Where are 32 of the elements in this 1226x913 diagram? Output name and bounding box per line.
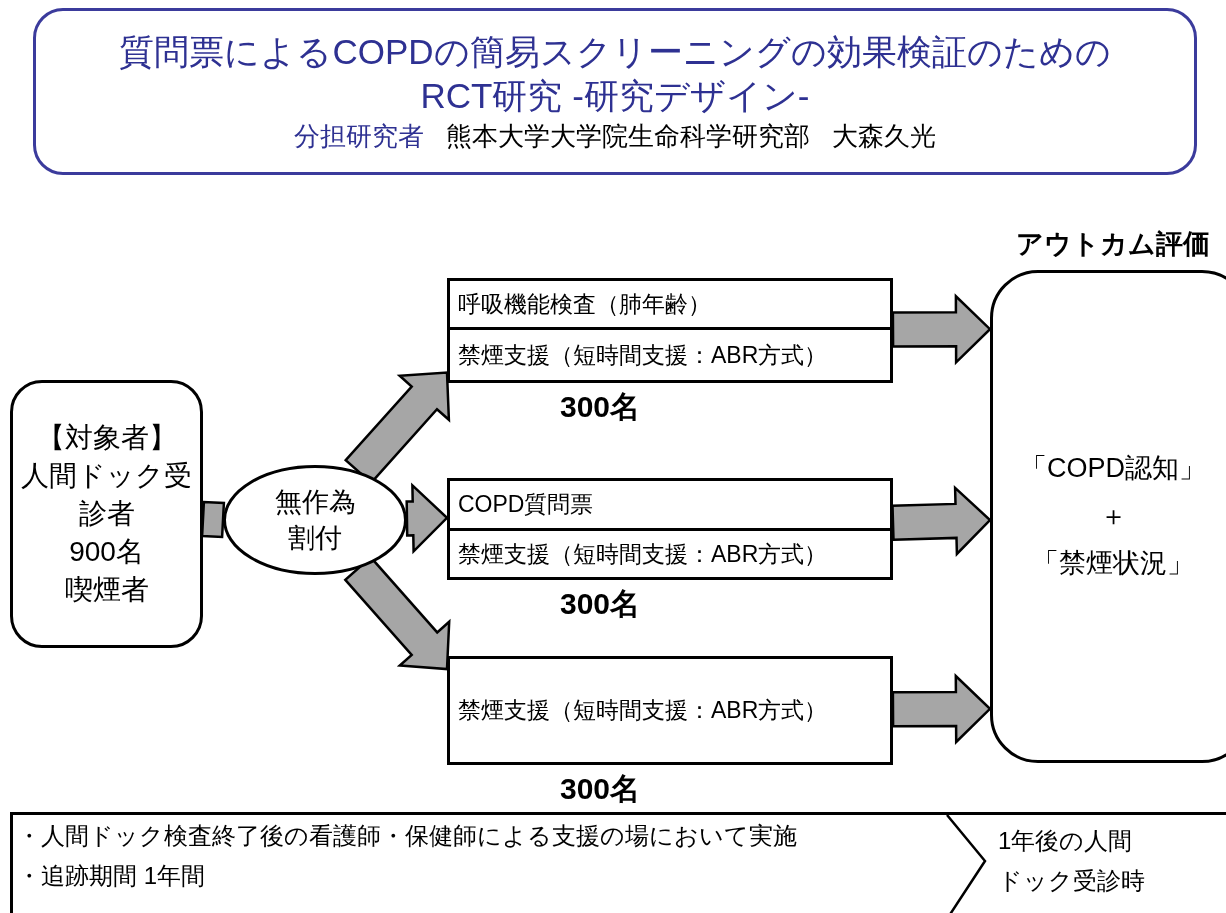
step-text: 禁煙支援（短時間支援：ABR方式） (458, 539, 828, 569)
ellipse-node (223, 465, 407, 575)
block-arrow (405, 482, 449, 555)
affiliation-label: 熊本大学大学院生命科学研究部 (446, 120, 810, 153)
block-arrow (891, 673, 992, 745)
block-arrow (891, 293, 992, 366)
step-text: COPD質問票 (458, 490, 594, 519)
outcome-text: 「COPD認知」 (1020, 451, 1206, 485)
step-text: 禁煙支援（短時間支援：ABR方式） (458, 696, 828, 725)
subject-text: 喫煙者 (64, 573, 149, 607)
note-text: ・人間ドック検査終了後の看護師・保健師による支援の場において実施 (17, 821, 797, 851)
count-label: 300名 (560, 589, 641, 619)
subject-box (10, 380, 203, 648)
subject-text: 900名 (69, 535, 144, 569)
ellipse-text: 無作為割付 (273, 486, 357, 555)
block-arrow (891, 485, 992, 557)
timing-text: 1年後の人間ドック受診時 (998, 827, 1145, 894)
subject-text: 【対象者】 (36, 421, 177, 455)
outcome-text: ＋ (1099, 499, 1127, 533)
step-text: 呼吸機能検査（肺年齢） (458, 289, 711, 319)
outcome-text: 「禁煙状況」 (1032, 547, 1194, 581)
role-label: 分担研究者 (294, 120, 424, 153)
block-arrow (200, 500, 226, 539)
note-box (10, 812, 1226, 913)
subject-text: 人間ドック受診者 (20, 459, 193, 531)
count-label: 300名 (560, 392, 641, 422)
title: 質問票によるCOPDの簡易スクリーニングの効果検証のためのRCT研究 -研究デザイン- (118, 31, 1112, 118)
count-label: 300名 (560, 774, 641, 804)
outcome-heading: アウトカム評価 (1016, 231, 1210, 258)
author-name: 大森久光 (832, 120, 936, 153)
note-text: ・追跡期間 1年間 (17, 861, 206, 891)
step-text: 禁煙支援（短時間支援：ABR方式） (458, 340, 828, 370)
